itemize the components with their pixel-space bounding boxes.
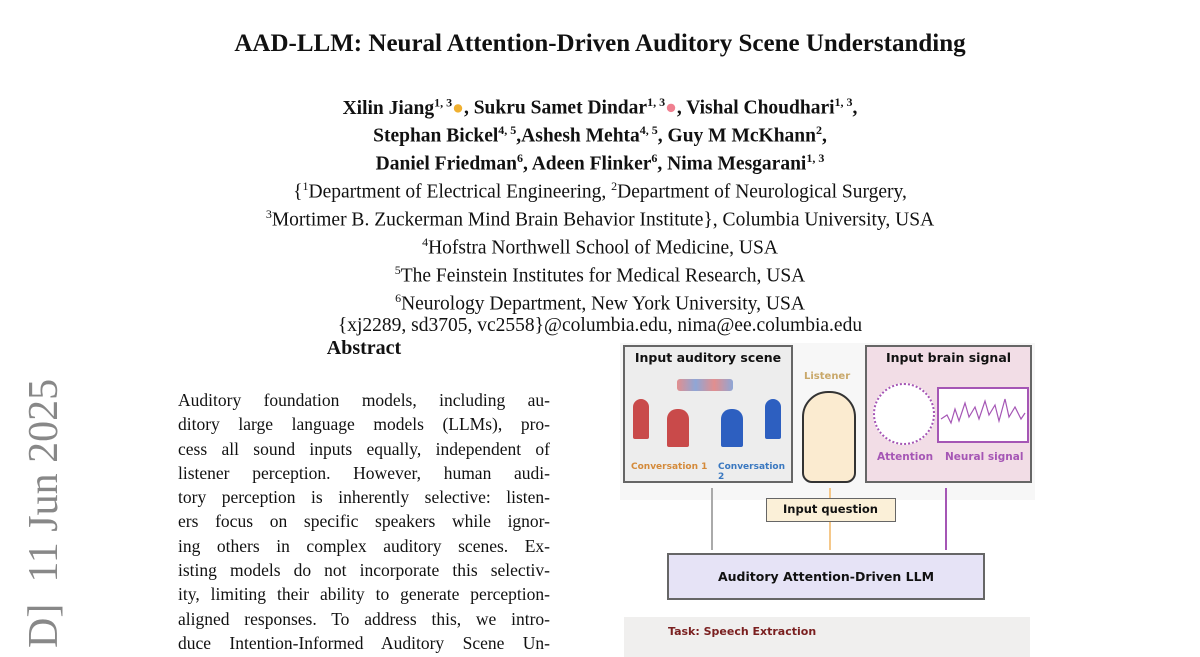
speaker-icon [721, 409, 743, 447]
abstract-line: tory perception is inherently selective:… [178, 487, 550, 508]
affiliation-line: 6Neurology Department, New York Universi… [395, 291, 805, 315]
abstract-line: duce Intention-Informed Auditory Scene U… [178, 632, 550, 653]
brain-arrow-icon [945, 488, 947, 550]
question-label: Input question [783, 502, 878, 516]
listener-icon [802, 391, 856, 483]
conversation-2-label: Conversation 2 [718, 462, 786, 482]
scene-arrow-icon [711, 488, 713, 550]
llm-box: Auditory Attention-Driven LLM [667, 553, 985, 600]
abstract-body: Auditory foundation models, including au… [178, 388, 550, 655]
auditory-scene-panel: Input auditory scene Conversation 1 Conv… [623, 345, 793, 483]
author-emails: {xj2289, sd3705, vc2558}@columbia.edu, n… [337, 315, 863, 336]
affiliation-line: 5The Feinstein Institutes for Medical Re… [394, 263, 806, 287]
listener-label: Listener [804, 371, 851, 382]
author: Xilin Jiang1, 3● [342, 95, 464, 119]
neural-signal-label: Neural signal [945, 451, 1024, 463]
attention-label: Attention [877, 451, 934, 463]
abstract-line: cess all sound inputs equally, independe… [178, 438, 550, 459]
neural-signal-plot [937, 387, 1029, 443]
author-line-2: Stephan Bickel4, 5,Ashesh Mehta4, 5, Guy… [373, 123, 827, 147]
input-question-box: Input question [766, 498, 896, 522]
speaker-icon [633, 399, 649, 439]
author-line-3: Daniel Friedman6, Adeen Flinker6, Nima M… [375, 151, 825, 175]
abstract-heading: Abstract [326, 337, 402, 359]
speaker-icon [667, 409, 689, 447]
brain-emoji-icon: ● [665, 97, 677, 119]
abstract-line: listener perception. However, human audi… [178, 462, 550, 483]
affiliation-line: 3Mortimer B. Zuckerman Mind Brain Behavi… [265, 207, 935, 231]
neural-waveform-icon [940, 398, 1026, 425]
brain-title: Input brain signal [885, 350, 1012, 365]
figure-1: Input auditory scene Conversation 1 Conv… [620, 343, 1035, 657]
affiliation-line: 4Hofstra Northwell School of Medicine, U… [422, 235, 778, 259]
scene-title: Input auditory scene [634, 350, 782, 365]
author-line-1: Xilin Jiang1, 3●, Sukru Samet Dindar1, 3… [342, 95, 858, 119]
abstract-line: ing others in complex auditory scenes. E… [178, 535, 550, 556]
task-label: Task: Speech Extraction [668, 625, 817, 638]
abstract-line: isting models do not incorporate this se… [178, 560, 550, 581]
abstract-line: ditory large language models (LLMs), pro… [178, 414, 550, 435]
abstract-line: Auditory foundation models, including au… [178, 390, 550, 410]
llm-label: Auditory Attention-Driven LLM [717, 569, 935, 584]
conversation-1-label: Conversation 1 [631, 462, 708, 472]
affiliation-line: {1Department of Electrical Engineering, … [293, 179, 907, 203]
task-panel: Task: Speech Extraction [624, 617, 1030, 657]
paper-title: AAD-LLM: Neural Attention-Driven Auditor… [234, 30, 966, 57]
speaker-icon [765, 399, 781, 439]
abstract-line: ity, limiting their ability to generate … [178, 584, 550, 605]
thought-bubble-icon [873, 383, 935, 445]
brain-signal-panel: Input brain signal Attention Neural sign… [865, 345, 1032, 483]
abstract-line: ers focus on specific speakers while ign… [178, 511, 550, 532]
ear-emoji-icon: ● [452, 97, 464, 119]
waveform-icon [677, 379, 733, 391]
arxiv-stamp: D] 11 Jun 2025 [21, 378, 67, 648]
abstract-line: aligned responses. To address this, we i… [178, 608, 550, 629]
